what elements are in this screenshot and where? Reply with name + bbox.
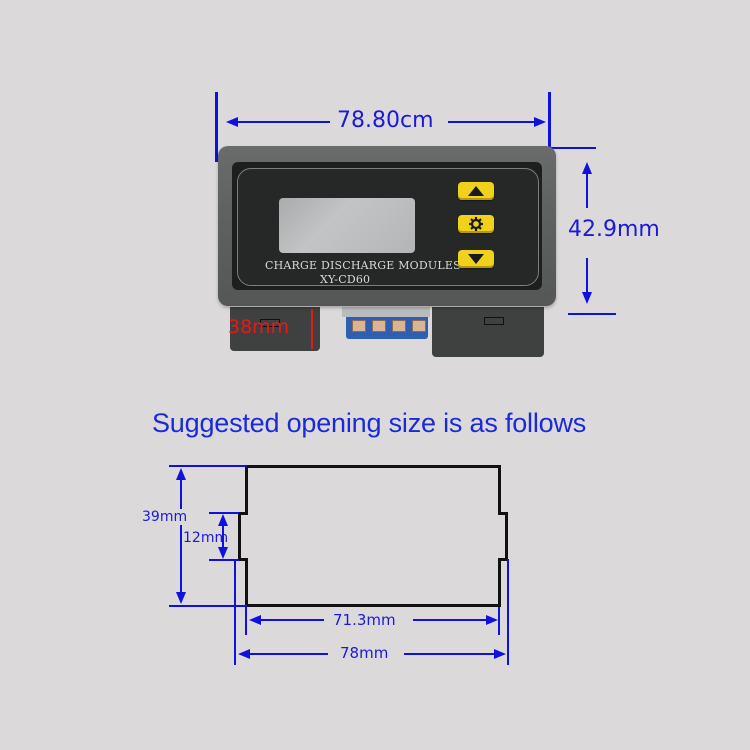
outer-ext-left: [234, 559, 236, 665]
depth-dim-line: [311, 309, 313, 349]
terminal-screw: [392, 320, 406, 332]
arrow-left-icon: [226, 117, 238, 127]
depth-label: 38mm: [228, 316, 290, 338]
device-rear-housing-right: [432, 307, 544, 357]
outer-dim-line-right: [404, 653, 494, 655]
terminal-block: [346, 317, 428, 339]
up-button[interactable]: [458, 182, 494, 200]
arrow-up-icon: [176, 468, 186, 480]
height-dim-line-top: [586, 172, 588, 208]
notch-label: 12mm: [183, 530, 229, 546]
cutout-right-notch-top: [498, 512, 508, 515]
triangle-up-icon: [468, 186, 484, 196]
lcd-display: [279, 198, 415, 253]
inner-dim-line-right: [413, 619, 487, 621]
inner-width-label: 71.3mm: [333, 611, 396, 629]
brand-title: CHARGE DISCHARGE MODULES: [265, 259, 461, 272]
terminal-label-strip: [342, 307, 430, 317]
arrow-down-icon: [176, 592, 186, 604]
terminal-screw: [412, 320, 426, 332]
arrow-up-icon: [218, 514, 228, 526]
cutout-bottom-edge: [245, 604, 501, 607]
cutout-left-notch: [238, 512, 241, 561]
terminal-screw: [372, 320, 386, 332]
inner-ext-right: [498, 607, 500, 635]
opening-size-heading: Suggested opening size is as follows: [152, 408, 587, 438]
arrow-right-icon: [534, 117, 546, 127]
outer-dim-line-left: [248, 653, 328, 655]
arrow-down-icon: [218, 547, 228, 559]
model-label: XY-CD60: [320, 273, 371, 286]
arrow-right-icon: [494, 649, 506, 659]
cutout-left-notch-bottom: [238, 558, 248, 561]
width-label: 78.80cm: [337, 108, 434, 133]
clip-slot: [260, 319, 280, 327]
notch-ext-top: [209, 512, 239, 514]
height-dim-line: [180, 480, 182, 592]
width-dim-line-right: [448, 121, 536, 123]
terminal-screw: [352, 320, 366, 332]
arrow-left-icon: [238, 649, 250, 659]
arrow-down-icon: [582, 292, 592, 304]
opening-height-label: 39mm: [142, 509, 188, 525]
inner-dim-line-left: [258, 619, 324, 621]
arrow-right-icon: [486, 615, 498, 625]
cutout-left-upper: [245, 465, 248, 514]
notch-ext-bottom: [209, 559, 239, 561]
height-ext-top: [169, 465, 247, 467]
cutout-right-upper: [498, 465, 501, 514]
device-rear-housing-left: [230, 307, 320, 351]
arrow-left-icon: [249, 615, 261, 625]
triangle-down-icon: [468, 254, 484, 264]
clip-slot: [484, 317, 504, 325]
cutout-top-edge: [245, 465, 501, 468]
cutout-right-notch-bottom: [498, 558, 508, 561]
height-dim-line-bottom: [586, 258, 588, 294]
width-dim-line-left: [232, 121, 330, 123]
cutout-right-notch: [505, 512, 508, 561]
height-ext-bottom: [169, 605, 247, 607]
cutout-left-lower: [245, 558, 248, 607]
height-extension-bottom: [568, 313, 616, 315]
arrow-up-icon: [582, 162, 592, 174]
width-extension-right: [548, 92, 551, 162]
down-button[interactable]: [458, 250, 494, 268]
width-extension-left: [215, 92, 218, 162]
height-label: 42.9mm: [568, 217, 660, 242]
gear-icon: [469, 217, 483, 231]
cutout-right-lower: [498, 558, 501, 607]
outer-ext-right: [507, 559, 509, 665]
outer-width-label: 78mm: [340, 644, 389, 662]
settings-button[interactable]: [458, 215, 494, 233]
inner-ext-left: [245, 607, 247, 635]
height-extension-top: [548, 147, 596, 149]
notch-dim-line: [222, 524, 224, 548]
cutout-left-notch-top: [238, 512, 248, 515]
